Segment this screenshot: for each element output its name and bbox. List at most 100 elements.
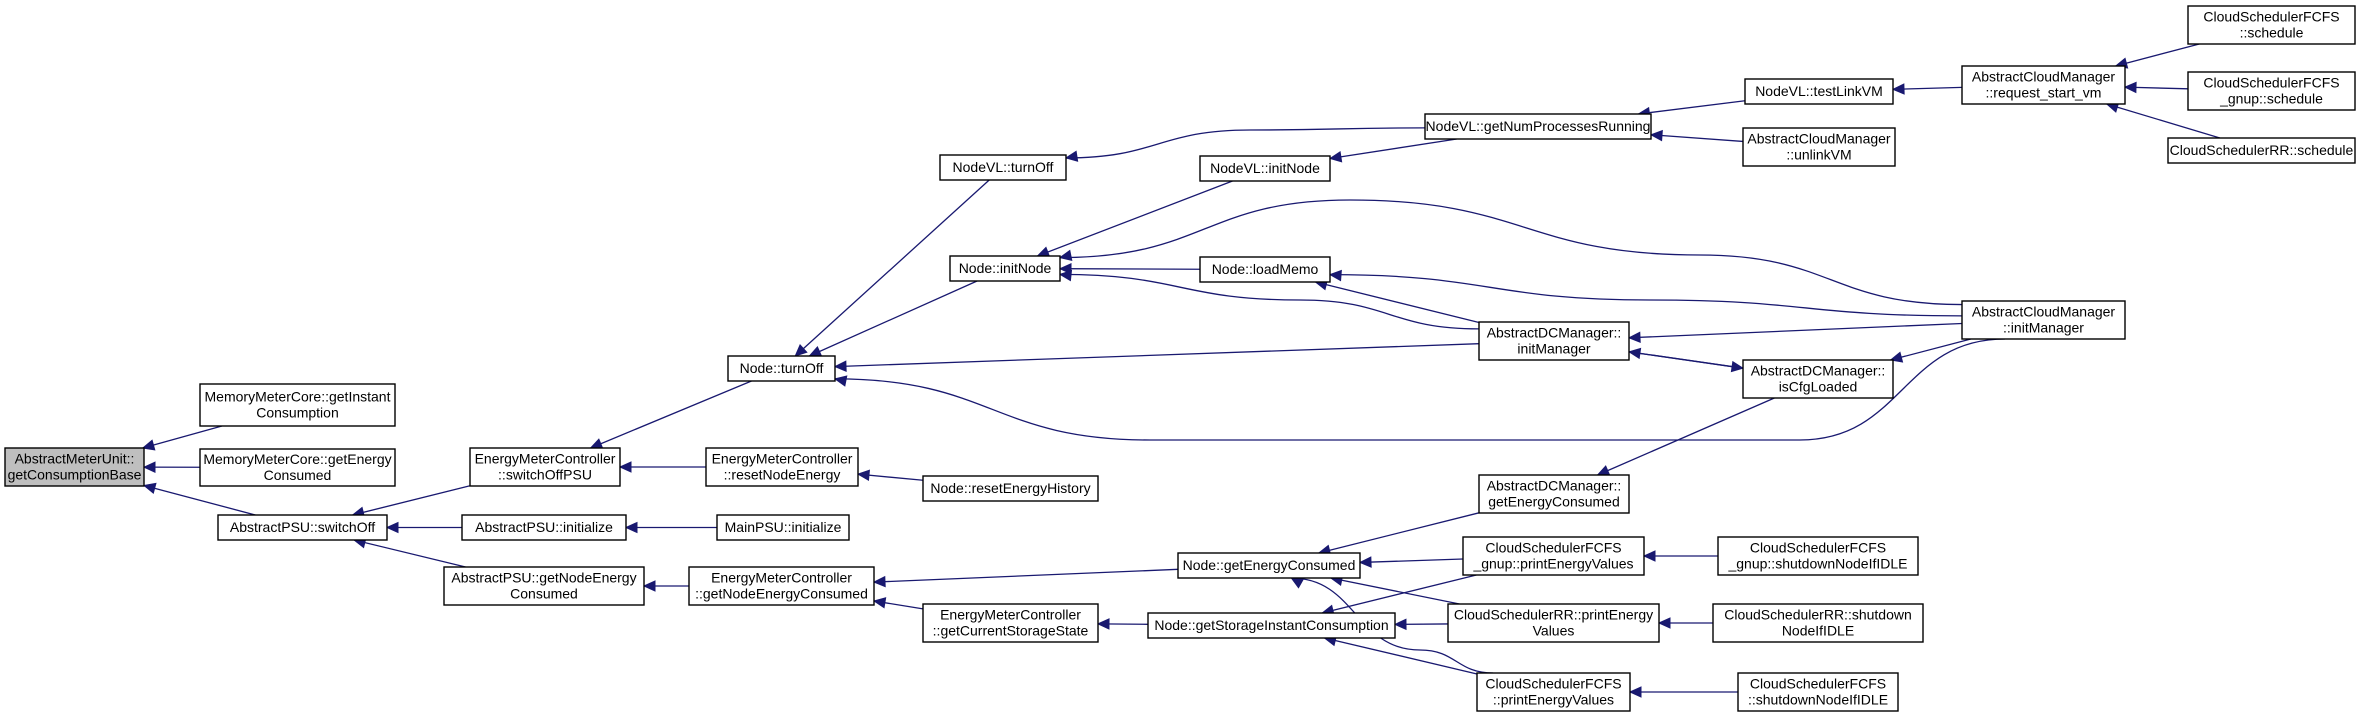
edge-line [1329,273,1963,317]
edge-line [1628,322,1963,339]
arrowhead [2123,81,2137,94]
node-label: ::request_start_vm [1986,85,2102,101]
node-box [716,514,850,541]
arrowhead [642,580,656,592]
node-nodevl-testlink[interactable]: NodeVL::testLinkVM [1744,78,1894,105]
node-node-initnode[interactable]: Node::initNode [949,255,1061,282]
node-psu-switchoff[interactable]: AbstractPSU::switchOff [217,514,388,541]
node-csf-shutdown[interactable]: CloudSchedulerFCFS::shutdownNodeIfIDLE [1737,672,1899,712]
node-box [1199,256,1331,283]
call-nodes: AbstractMeterUnit::getConsumptionBase Mem… [4,5,2356,712]
node-csrr-schedule[interactable]: CloudSchedulerRR::schedule [2167,137,2356,164]
node-csfg-schedule[interactable]: CloudSchedulerFCFS_gnup::schedule [2187,71,2356,111]
node-mainpsu-init[interactable]: MainPSU::initialize [716,514,850,541]
node-box [2167,137,2356,164]
node-acm-request[interactable]: AbstractCloudManager::request_start_vm [1961,65,2126,105]
edge-nodevl-initnode-to-node-initnode [1036,180,1233,258]
node-label: CloudSchedulerRR::shutdown [1724,607,1912,623]
node-label: AbstractCloudManager [1972,304,2116,320]
arrowhead [142,482,157,494]
node-label: CloudSchedulerFCFS [1485,676,1621,692]
arrowhead [1328,269,1342,282]
node-csfg-shutdown[interactable]: CloudSchedulerFCFS_gnup::shutdownNodeIfI… [1717,536,1919,576]
node-label: AbstractPSU::initialize [475,519,613,535]
node-label: EnergyMeterController [711,570,852,586]
edge-psu-switchoff-to-amu [142,482,256,516]
edge-acm-initmgr-to-node-loadmemo [1328,269,1963,317]
node-label: CloudSchedulerFCFS [1750,540,1886,556]
node-box [469,447,621,487]
edge-mmc-energy-to-amu [142,461,201,473]
node-node-getenergy[interactable]: Node::getEnergyConsumed [1177,552,1361,579]
node-box [1462,536,1645,576]
node-mmc-energy[interactable]: MemoryMeterCore::getEnergyConsumed [199,448,396,487]
node-box [1742,359,1894,399]
node-node-storageinst[interactable]: Node::getStorageInstantConsumption [1147,612,1396,639]
edge-psu-initialize-to-psu-switchoff [385,521,462,534]
node-node-resethistory[interactable]: Node::resetEnergyHistory [922,475,1099,502]
node-label: MainPSU::initialize [725,519,842,535]
node-csf-print[interactable]: CloudSchedulerFCFS::printEnergyValues [1476,672,1631,712]
node-label: NodeVL::getNumProcessesRunning [1426,118,1651,134]
node-adcm-initmgr[interactable]: AbstractDCManager::initManager [1478,321,1630,361]
node-box [1447,603,1660,643]
node-nodevl-getnum[interactable]: NodeVL::getNumProcessesRunning [1424,113,1652,140]
edge-line [1318,512,1480,554]
edge-csfg-shutdown-to-csfg-print [1642,550,1718,562]
node-label: NodeVL::testLinkVM [1755,83,1883,99]
node-box [1744,78,1894,105]
node-adcm-iscfg[interactable]: AbstractDCManager::isCfgLoaded [1742,359,1894,399]
edge-line [353,539,466,568]
node-box [1742,127,1896,167]
arrowhead [1596,465,1611,476]
edge-adcm-getenergy-to-node-getenergy [1317,512,1480,556]
edge-csrr-print-to-node-getenergy [1329,574,1460,605]
arrowhead [1358,556,1372,568]
node-label: AbstractPSU::switchOff [230,519,375,535]
node-adcm-getenergy[interactable]: AbstractDCManager::getEnergyConsumed [1478,474,1630,514]
node-emc-switchoffpsu[interactable]: EnergyMeterController::switchOffPSU [469,447,621,487]
node-label: CloudSchedulerRR::printEnergy [1454,607,1653,623]
node-acm-unlink[interactable]: AbstractCloudManager::unlinkVM [1742,127,1896,167]
node-label: ::resetNodeEnergy [724,467,841,483]
node-psu-initialize[interactable]: AbstractPSU::initialize [461,514,627,541]
node-emc-resetnodeenergy[interactable]: EnergyMeterController::resetNodeEnergy [705,447,859,487]
node-csfg-print[interactable]: CloudSchedulerFCFS_gnup::printEnergyValu… [1462,536,1645,576]
edge-node-initnode-to-node-turnoff [808,280,978,357]
arrowhead [1393,618,1407,631]
node-psu-getnodeenergy[interactable]: AbstractPSU::getNodeEnergyConsumed [443,566,645,606]
node-label: _gnup::schedule [2219,91,2323,107]
node-label: ::initManager [2003,320,2084,336]
node-box [2187,71,2356,111]
node-node-turnoff[interactable]: Node::turnOff [727,355,836,382]
node-box [199,448,396,487]
node-emc-getnodeenergy[interactable]: EnergyMeterController::getNodeEnergyCons… [688,566,875,606]
node-csf-schedule[interactable]: CloudSchedulerFCFS::schedule [2187,5,2356,45]
arrowhead [142,461,156,473]
arrowhead [808,346,823,357]
node-acm-initmgr[interactable]: AbstractCloudManager::initManager [1961,300,2126,340]
node-amu[interactable]: AbstractMeterUnit::getConsumptionBase [4,447,145,487]
arrowhead [1628,686,1642,698]
edge-line [143,484,256,516]
node-node-loadmemo[interactable]: Node::loadMemo [1199,256,1331,283]
node-emc-storage[interactable]: EnergyMeterController::getCurrentStorage… [922,603,1099,643]
edge-line [352,485,471,516]
node-box [217,514,388,541]
edge-acm-request-to-nodevl-testlink [1891,83,1963,95]
node-csrr-shutdown[interactable]: CloudSchedulerRR::shutdownNodeIfIDLE [1712,603,1924,643]
arrowhead [833,375,848,387]
node-box [1717,536,1919,576]
node-box [922,603,1099,643]
edge-acm-initmgr-to-node-turnoff [833,338,2005,441]
edge-emc-getnodeenergy-to-psu-getnodeenergy [642,580,689,592]
node-box [949,255,1061,282]
node-csrr-print[interactable]: CloudSchedulerRR::printEnergyValues [1447,603,1660,643]
edge-line [1324,637,1478,675]
node-label: CloudSchedulerRR::schedule [2170,142,2354,158]
edge-node-turnoff-to-emc-switchoffpsu [589,380,752,449]
node-nodevl-turnoff[interactable]: NodeVL::turnOff [939,154,1067,181]
node-nodevl-initnode[interactable]: NodeVL::initNode [1199,155,1331,182]
